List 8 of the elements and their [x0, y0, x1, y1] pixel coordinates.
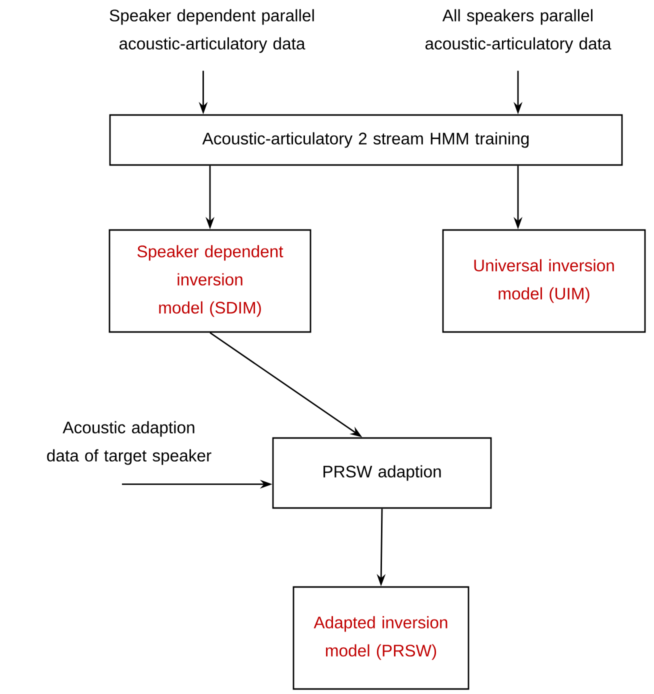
input-label: Speaker dependent parallel acoustic-articulatory data: [110, 9, 314, 53]
input-label: Acoustic adaption data of target speaker: [47, 421, 212, 465]
process-box: Adapted inversion model (PRSW): [292, 586, 470, 690]
process-box: Speaker dependent inversion model (SDIM): [108, 229, 312, 333]
process-box: Acoustic-articulatory 2 stream HMM training: [109, 114, 623, 166]
process-box: PRSW adaption: [272, 437, 492, 509]
input-label: All speakers parallel acoustic-articulatory data: [425, 9, 612, 53]
process-box: Universal inversion model (UIM): [442, 229, 646, 333]
